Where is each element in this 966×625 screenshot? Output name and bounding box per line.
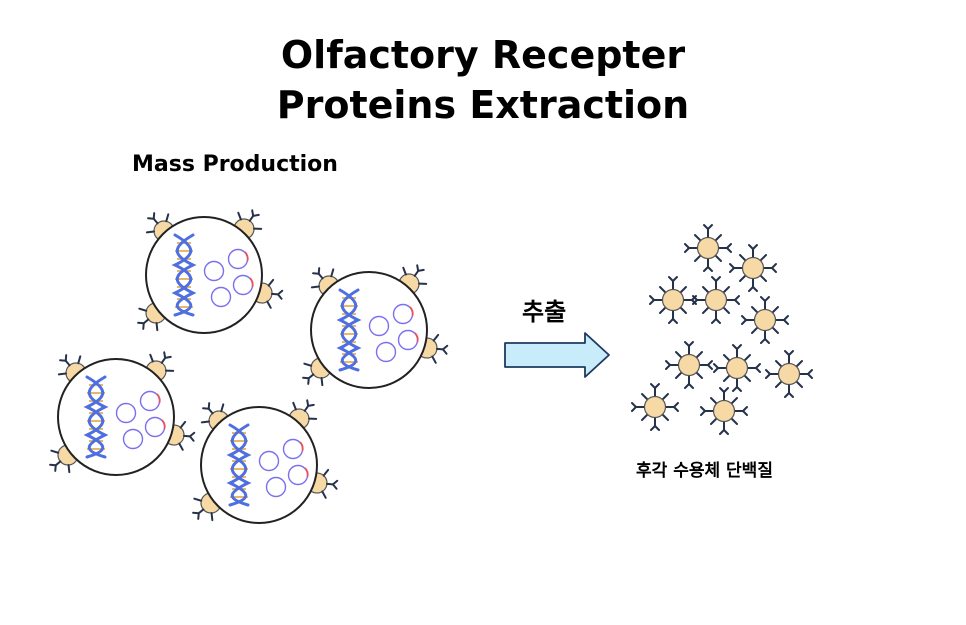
title-line-1: Olfactory Recepter bbox=[280, 33, 686, 77]
receptor-protein bbox=[729, 244, 777, 292]
title-line-2: Proteins Extraction bbox=[276, 83, 690, 127]
receptor-protein bbox=[713, 344, 761, 392]
cell-4 bbox=[187, 395, 338, 527]
receptor-protein bbox=[692, 276, 740, 324]
receptor-protein bbox=[741, 296, 789, 344]
receptor-protein bbox=[665, 341, 713, 389]
receptor-protein bbox=[700, 387, 748, 435]
cell-1 bbox=[132, 205, 283, 337]
receptor-protein bbox=[765, 350, 813, 398]
extraction-label: 추출 bbox=[522, 298, 567, 326]
cell-2 bbox=[297, 260, 448, 392]
mass-production-label: Mass Production bbox=[132, 152, 338, 177]
diagram-title: Olfactory Recepter Proteins Extraction bbox=[0, 30, 966, 130]
receptor-protein-group bbox=[631, 224, 813, 435]
extraction-arrow bbox=[504, 332, 610, 378]
receptor-protein bbox=[684, 224, 732, 272]
product-label: 후각 수용체 단백질 bbox=[636, 461, 773, 481]
cell-3 bbox=[44, 347, 195, 479]
receptor-protein bbox=[649, 276, 697, 324]
receptor-protein bbox=[631, 383, 679, 431]
